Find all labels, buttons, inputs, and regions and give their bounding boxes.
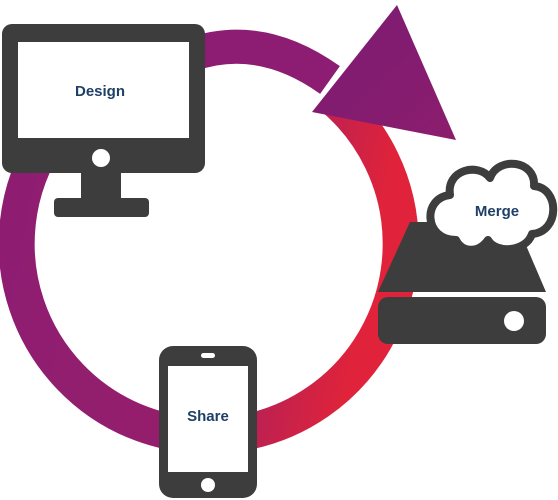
monitor-power-button [92, 149, 110, 167]
design-label: Design [75, 83, 125, 100]
cycle-top-arc [184, 29, 340, 95]
merge-label: Merge [475, 203, 519, 220]
arrow-head [312, 5, 456, 140]
monitor-base [54, 198, 149, 217]
cloud-icon: Merge [426, 159, 558, 254]
monitor-screen [18, 42, 189, 138]
drive-light [504, 311, 524, 331]
monitor-icon: Design [2, 24, 205, 217]
share-label: Share [187, 408, 229, 425]
phone-screen [168, 366, 248, 472]
monitor-neck [81, 173, 121, 198]
drive-body [378, 297, 546, 344]
phone-icon: Share [159, 346, 257, 498]
phone-speaker [201, 353, 215, 358]
phone-home-button [201, 478, 215, 492]
